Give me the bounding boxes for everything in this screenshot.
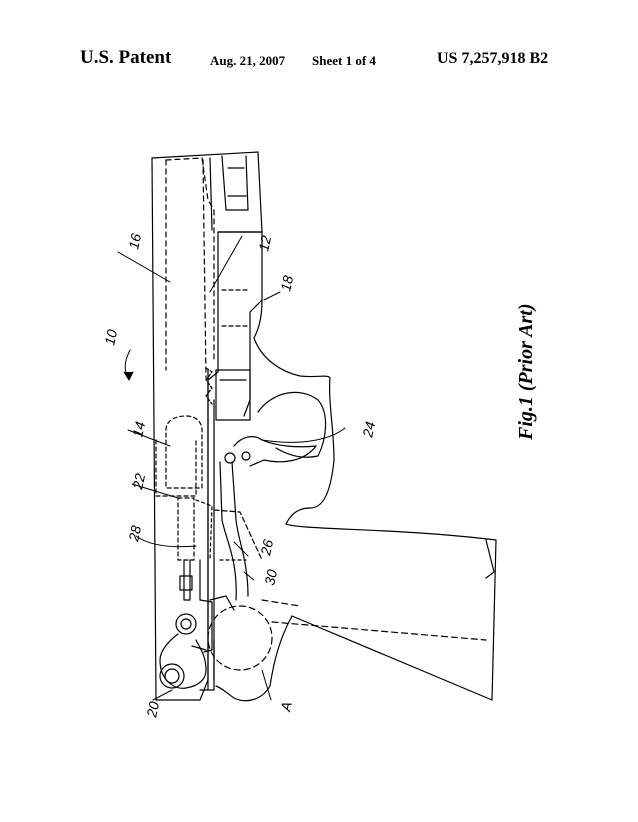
ref-label-A: A: [277, 700, 295, 713]
sheet-number: Sheet 1 of 4: [312, 53, 376, 68]
slide-outline: [151, 151, 263, 701]
hammer: [159, 613, 207, 689]
trigger-guard: [257, 391, 327, 458]
ref-label-20: 20: [143, 700, 162, 720]
ref-label-30: 30: [261, 568, 280, 587]
trigger: [224, 436, 317, 467]
patent-number: US 7,257,918 B2: [437, 50, 549, 67]
ref-label-14: 14: [129, 420, 148, 439]
rear-sight-detail: [221, 155, 249, 211]
slide-dashed-inner: [165, 157, 215, 379]
locking-block: [205, 367, 251, 421]
patent-label: U.S. Patent: [80, 47, 172, 68]
leader-lines: [117, 235, 346, 701]
ref-label-24: 24: [359, 420, 378, 440]
grip-dashed-profile: [207, 599, 487, 671]
frame-outline: [215, 299, 497, 702]
ref-label-12: 12: [255, 234, 274, 253]
figure-caption: Fig.1 (Prior Art): [515, 304, 537, 442]
cartridge: [155, 415, 203, 497]
page-header: U.S. Patent Aug. 21, 2007 Sheet 1 of 4 U…: [0, 47, 638, 74]
ref-label-22: 22: [129, 472, 148, 492]
ref-label-10: 10: [101, 328, 120, 347]
firing-pin: [177, 497, 213, 601]
slide-rear-detail: [199, 559, 247, 681]
barrel-outline: [217, 231, 263, 417]
ref-label-16: 16: [125, 232, 144, 251]
trigger-bar: [213, 461, 263, 601]
patent-date: Aug. 21, 2007: [210, 53, 286, 68]
ref-label-18: 18: [277, 274, 296, 293]
ref-label-26: 26: [257, 538, 276, 558]
ref-10-arrow: [123, 349, 134, 381]
ref-label-28: 28: [125, 524, 144, 544]
